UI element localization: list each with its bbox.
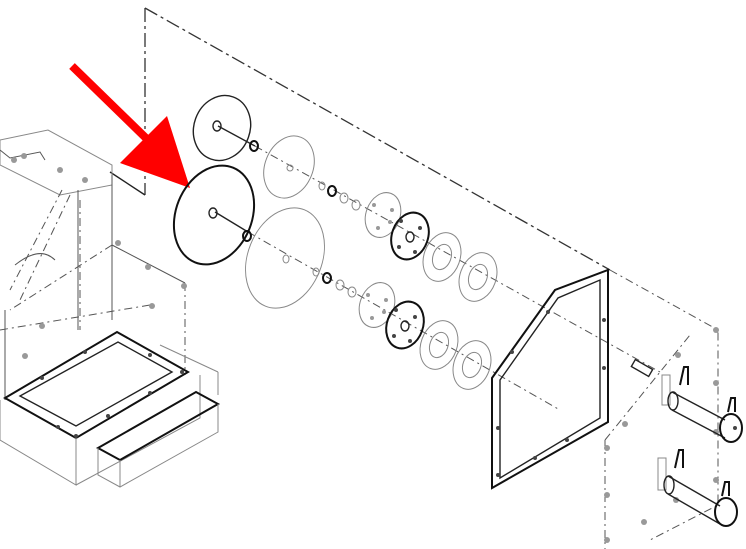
shaft-coupling [630, 358, 654, 378]
disc-ghost-upper [263, 135, 315, 199]
end-cover [604, 269, 719, 549]
drive-motor-upper [661, 366, 743, 443]
drive-motor-lower [657, 449, 738, 527]
flange-set-upper [364, 192, 498, 302]
discharge-chute [95, 390, 221, 488]
small-disc [192, 94, 259, 162]
base-tray [0, 330, 219, 486]
disc-ghost-lower [245, 207, 325, 309]
shaft-axis-lower [214, 211, 561, 411]
shaft-axis-upper [217, 125, 661, 373]
annotation-arrow [69, 63, 190, 188]
washer-stack-upper [318, 181, 361, 211]
flange-set-lower [358, 282, 492, 390]
large-disc [172, 164, 256, 266]
washer-stack-lower [312, 267, 357, 298]
gasket-frame [491, 268, 609, 490]
housing-body [0, 129, 187, 400]
alignment-plane [109, 7, 611, 271]
